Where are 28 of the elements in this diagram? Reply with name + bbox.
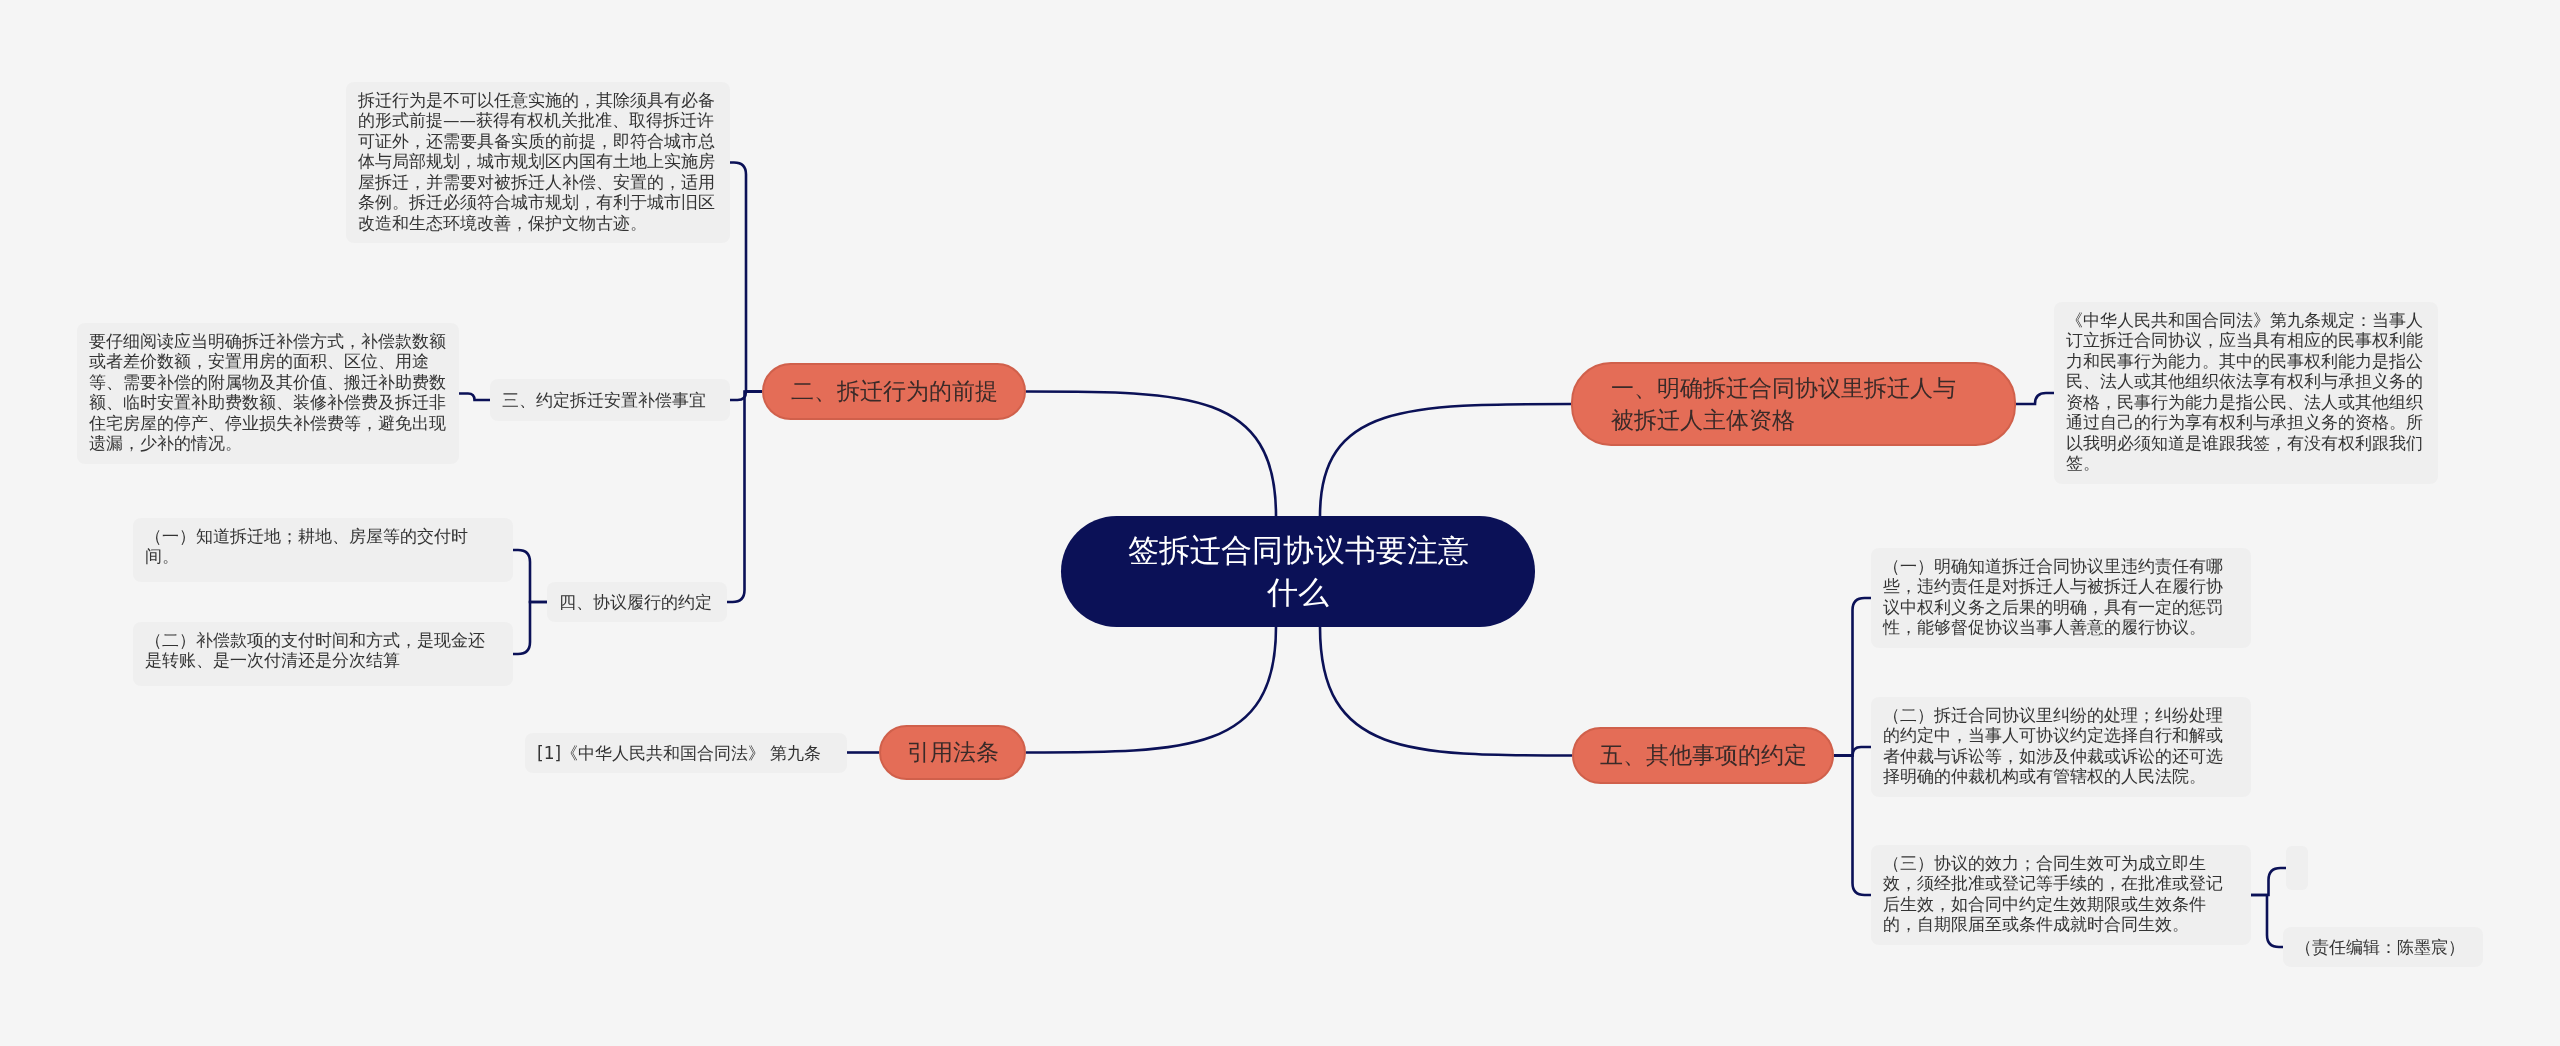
connector-line bbox=[1318, 626, 1572, 757]
note-text: 要仔细阅读应当明确拆迁补偿方式，补偿款数额或者差价数额，安置用房的面积、区位、用途等、需要补偿的附属物及其价值、搬迁补助费数额、临时安置补助费数额、装修补偿费及拆迁非住宅房屋的停产、停业损失补偿费等，避免出现遗漏，少补的情况。 bbox=[77, 323, 459, 464]
subtopic-label: （责任编辑：陈墨宸） bbox=[2283, 927, 2483, 967]
connector-line bbox=[1026, 626, 1278, 754]
connector-line bbox=[1834, 754, 1871, 897]
connector-line bbox=[459, 392, 490, 402]
note-text: （二）补偿款项的支付时间和方式，是现金还是转账、是一次付清还是分次结算 bbox=[133, 622, 513, 686]
subtopic-label: 三、约定拆迁安置补偿事宜 bbox=[490, 379, 730, 421]
connector-line bbox=[513, 600, 547, 656]
note-text: （一）明确知道拆迁合同协议里违约责任有哪些，违约责任是对拆迁人与被拆迁人在履行协议中权利义务之后果的明确，具有一定的惩罚性，能够督促协议当事人善意的履行协议。 bbox=[1871, 548, 2251, 648]
connector-line bbox=[2251, 893, 2283, 949]
topic-bubble: 引用法条 bbox=[879, 725, 1026, 780]
note-text: （一）知道拆迁地；耕地、房屋等的交付时间。 bbox=[133, 518, 513, 582]
topic-bubble: 五、其他事项的约定 bbox=[1572, 727, 1834, 784]
central-topic: 签拆迁合同协议书要注意什么 bbox=[1061, 516, 1535, 627]
subtopic-label: 四、协议履行的约定 bbox=[547, 582, 727, 622]
subtopic-label: [1]《中华人民共和国合同法》 第九条 bbox=[525, 733, 847, 773]
connector-line bbox=[1318, 402, 1571, 517]
connector-line bbox=[1026, 390, 1278, 517]
note-text: （三）协议的效力；合同生效可为成立即生效，须经批准或登记等手续的，在批准或登记后生效，如合同中约定生效期限或生效条件的，自期限届至或条件成就时合同生效。 bbox=[1871, 845, 2251, 945]
connector-line bbox=[2016, 391, 2054, 406]
note-text: 《中华人民共和国合同法》第九条规定：当事人订立拆迁合同协议，应当具有相应的民事权利能力和民事行为能力。其中的民事权利能力是指公民、法人或其他组织依法享有权利与承担义务的资格，民事行为能力是指公民、法人或其他组织通过自己的行为享有权利与承担义务的资格。所以我明必须知道是谁跟我签，有没有权利跟我们签。 bbox=[2054, 302, 2438, 484]
empty-box bbox=[2286, 846, 2308, 890]
connector-line bbox=[847, 751, 879, 754]
topic-bubble: 一、明确拆迁合同协议里拆迁人与被拆迁人主体资格 bbox=[1571, 362, 2016, 446]
note-text: （二）拆迁合同协议里纠纷的处理；纠纷处理的约定中，当事人可协议约定选择自行和解或者仲裁与诉讼等，如涉及仲裁或诉讼的还可选择明确的仲裁机构或有管辖权的人民法院。 bbox=[1871, 697, 2251, 797]
topic-bubble: 二、拆迁行为的前提 bbox=[762, 363, 1026, 420]
note-text: 拆迁行为是不可以任意实施的，其除须具有必备的形式前提——获得有权机关批准、取得拆迁许可证外，还需要具备实质的前提，即符合城市总体与局部规划，城市规划区内国有土地上实施房屋拆迁，并需要对被拆迁人补偿、安置的，适用条例。拆迁必须符合城市规划，有利于城市旧区改造和生态环境改善，保护文物古迹。 bbox=[346, 82, 730, 244]
